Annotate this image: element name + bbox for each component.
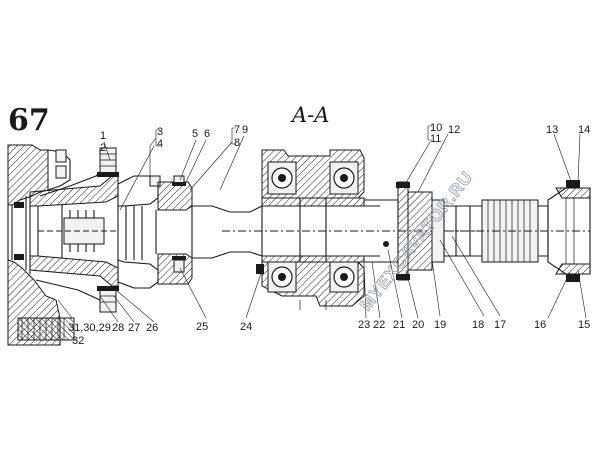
callout-22: 22 xyxy=(373,319,385,331)
section-label: A-A xyxy=(290,103,329,127)
callout-15: 15 xyxy=(578,319,590,331)
callout-2: 2 xyxy=(100,142,106,154)
callout-26: 26 xyxy=(146,322,158,334)
callout-21: 21 xyxy=(393,319,405,331)
callout-16: 16 xyxy=(534,319,546,331)
callout-1: 1 xyxy=(100,130,106,142)
callout-9: 9 xyxy=(242,124,248,136)
callout-17: 17 xyxy=(494,319,506,331)
callout-3: 3 xyxy=(157,126,163,138)
leader-lines xyxy=(57,125,587,323)
main-shaft xyxy=(192,205,520,259)
callout-4: 4 xyxy=(157,138,163,150)
callout-28: 28 xyxy=(112,322,124,334)
watermark: MYEXCAVATOR.RU xyxy=(356,168,477,315)
callout-8: 8 xyxy=(234,137,240,149)
callout-31-30-29: 31,30,29 xyxy=(68,322,111,334)
callout-5: 5 xyxy=(192,128,198,140)
universal-joint xyxy=(117,175,193,289)
callout-14: 14 xyxy=(578,124,590,136)
callout-12: 12 xyxy=(448,124,460,136)
callout-19: 19 xyxy=(434,319,446,331)
output-yoke xyxy=(547,180,591,282)
callout-20: 20 xyxy=(412,319,424,331)
callout-25: 25 xyxy=(196,321,208,333)
output-shaft xyxy=(364,181,590,281)
figure-number: 67 xyxy=(8,103,50,138)
callout-13: 13 xyxy=(546,124,558,136)
callout-7: 7 xyxy=(234,124,240,136)
callout-27: 27 xyxy=(128,322,140,334)
callout-23: 23 xyxy=(358,319,370,331)
callout-18: 18 xyxy=(472,319,484,331)
callout-24: 24 xyxy=(240,321,252,333)
left-housing xyxy=(7,144,111,346)
callout-32: 32 xyxy=(72,335,84,347)
callout-11: 11 xyxy=(430,133,441,145)
input-hub xyxy=(29,147,119,313)
callout-6: 6 xyxy=(204,128,210,140)
callout-10: 10 xyxy=(430,122,442,134)
bearing-housing xyxy=(256,149,380,310)
callout-numbers: 1 2 3 4 5 6 7 8 9 10 11 12 13 14 15 16 1… xyxy=(68,122,590,347)
